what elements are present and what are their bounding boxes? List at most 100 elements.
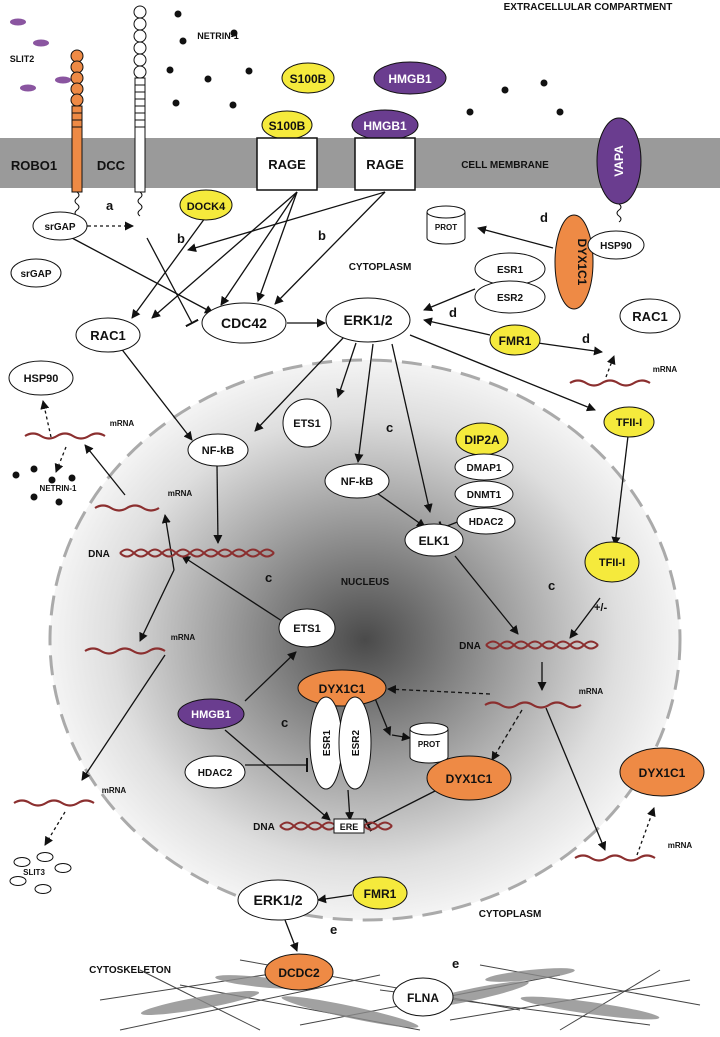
label-mrna-center: mRNA [579, 687, 604, 696]
svg-text:PROT: PROT [418, 740, 440, 749]
svg-text:HDAC2: HDAC2 [198, 768, 233, 779]
svg-text:RAC1: RAC1 [632, 309, 667, 324]
svg-text:b: b [318, 228, 326, 243]
node-hsp90-top: HSP90 [587, 230, 645, 260]
svg-text:DYX1C1: DYX1C1 [639, 766, 686, 780]
label-extracellular: EXTRACELLULAR COMPARTMENT [504, 2, 673, 13]
svg-text:c: c [386, 420, 393, 435]
svg-text:RAC1: RAC1 [90, 328, 125, 343]
svg-text:ESR1: ESR1 [497, 265, 524, 276]
label-cytoplasm-top: CYTOPLASM [349, 262, 412, 273]
svg-text:TFII-I: TFII-I [599, 557, 625, 569]
label-s100b-free: S100B [290, 72, 327, 86]
hmgb1-free [373, 61, 447, 95]
label-dcc: DCC [97, 158, 126, 173]
node-hdac2-right: HDAC2 [456, 507, 516, 535]
node-fmr1-bottom: FMR1 [352, 876, 408, 910]
svg-text:VAPA: VAPA [612, 145, 626, 177]
label-hmgb1-bound: HMGB1 [363, 119, 407, 133]
node-rac1-right: RAC1 [619, 298, 681, 334]
interaction-arrows [40, 191, 656, 952]
svg-text:DCDC2: DCDC2 [278, 966, 320, 980]
slit3-products [9, 852, 72, 894]
svg-text:a: a [106, 198, 114, 213]
node-hmgb1-nucleus: HMGB1 [177, 698, 245, 730]
node-tfii-bottom: TFII-I [584, 541, 640, 583]
svg-text:NF-kB: NF-kB [341, 476, 373, 488]
label-robo1: ROBO1 [11, 158, 57, 173]
pathway-annotations: a b b d d d c c c c e e +/- [106, 198, 607, 971]
node-dnmt1: DNMT1 [454, 480, 514, 508]
vapa-protein: VAPA [596, 117, 642, 223]
netrin1-products [12, 465, 76, 506]
svg-text:+/-: +/- [594, 602, 607, 614]
svg-text:FMR1: FMR1 [499, 334, 532, 348]
label-cytoskeleton: CYTOSKELETON [89, 965, 171, 976]
prot-top-cylinder: PROT [426, 205, 466, 245]
svg-text:ESR2: ESR2 [351, 730, 362, 757]
label-ere: ERE [340, 822, 359, 832]
svg-text:srGAP: srGAP [44, 222, 75, 233]
node-srgap-bottom: srGAP [10, 258, 62, 288]
node-nfkb-left: NF-kB [187, 433, 249, 467]
label-nucleus: NUCLEUS [341, 577, 390, 588]
node-dock4: DOCK4 [179, 189, 233, 221]
svg-text:c: c [548, 578, 555, 593]
node-dyx1c1-nucleus: DYX1C1 [297, 669, 387, 707]
node-rac1-left: RAC1 [75, 317, 141, 353]
svg-text:ELK1: ELK1 [419, 534, 450, 548]
node-dyx1c1-nucleus-2: DYX1C1 [426, 755, 512, 801]
label-mrna-left-bottom: mRNA [102, 786, 127, 795]
label-mrna-left-mid: mRNA [171, 633, 196, 642]
node-hsp90-left: HSP90 [8, 360, 74, 396]
label-netrin-1: NETRIN-1 [197, 31, 239, 41]
label-mrna-left-upper: mRNA [168, 489, 193, 498]
svg-text:srGAP: srGAP [20, 269, 51, 280]
node-flna: FLNA [392, 977, 454, 1017]
node-fmr1-top: FMR1 [489, 324, 541, 356]
node-hdac2-left: HDAC2 [184, 755, 246, 789]
label-slit3: SLIT3 [23, 868, 45, 877]
svg-text:d: d [582, 331, 590, 346]
svg-text:NF-kB: NF-kB [202, 445, 234, 457]
svg-text:DOCK4: DOCK4 [187, 201, 226, 213]
ere-element [333, 818, 365, 834]
svg-text:d: d [540, 210, 548, 225]
node-erk12-bottom: ERK1/2 [237, 879, 319, 921]
node-tfii-top: TFII-I [603, 406, 655, 438]
node-cdc42: CDC42 [201, 302, 287, 344]
svg-text:ESR2: ESR2 [497, 293, 524, 304]
svg-text:b: b [177, 231, 185, 246]
svg-text:e: e [452, 956, 459, 971]
svg-text:TFII-I: TFII-I [616, 417, 642, 429]
svg-text:DYX1C1: DYX1C1 [575, 239, 589, 286]
robo1-receptor [70, 49, 84, 217]
label-mrna-rac1: mRNA [653, 365, 678, 374]
label-dna-bottom: DNA [253, 822, 275, 833]
label-cell-membrane: CELL MEMBRANE [461, 160, 549, 171]
nucleus-region [48, 358, 682, 922]
node-esr2-nucleus: ESR2 [338, 696, 372, 790]
dcc-receptor [133, 5, 147, 217]
label-s100b-bound: S100B [269, 119, 306, 133]
svg-text:HSP90: HSP90 [600, 241, 632, 252]
svg-text:HDAC2: HDAC2 [469, 517, 504, 528]
prot-nucleus-cylinder: PROT [409, 722, 449, 764]
node-dyx1c1-right: DYX1C1 [619, 747, 705, 797]
svg-text:ETS1: ETS1 [293, 623, 321, 635]
rage-receptor-1 [256, 137, 318, 191]
node-elk1: ELK1 [404, 523, 464, 557]
svg-text:ERK1/2: ERK1/2 [253, 892, 302, 908]
node-esr1-top: ESR1 [474, 252, 546, 286]
label-mrna-right-bottom: mRNA [668, 841, 693, 850]
label-rage-1: RAGE [268, 157, 306, 172]
svg-text:ETS1: ETS1 [293, 418, 321, 430]
svg-text:DMAP1: DMAP1 [466, 463, 501, 474]
svg-text:HSP90: HSP90 [24, 373, 59, 385]
node-srgap-left: srGAP [32, 211, 88, 241]
svg-text:FMR1: FMR1 [364, 887, 397, 901]
svg-text:FLNA: FLNA [407, 991, 439, 1005]
netrin-molecules [166, 10, 564, 116]
